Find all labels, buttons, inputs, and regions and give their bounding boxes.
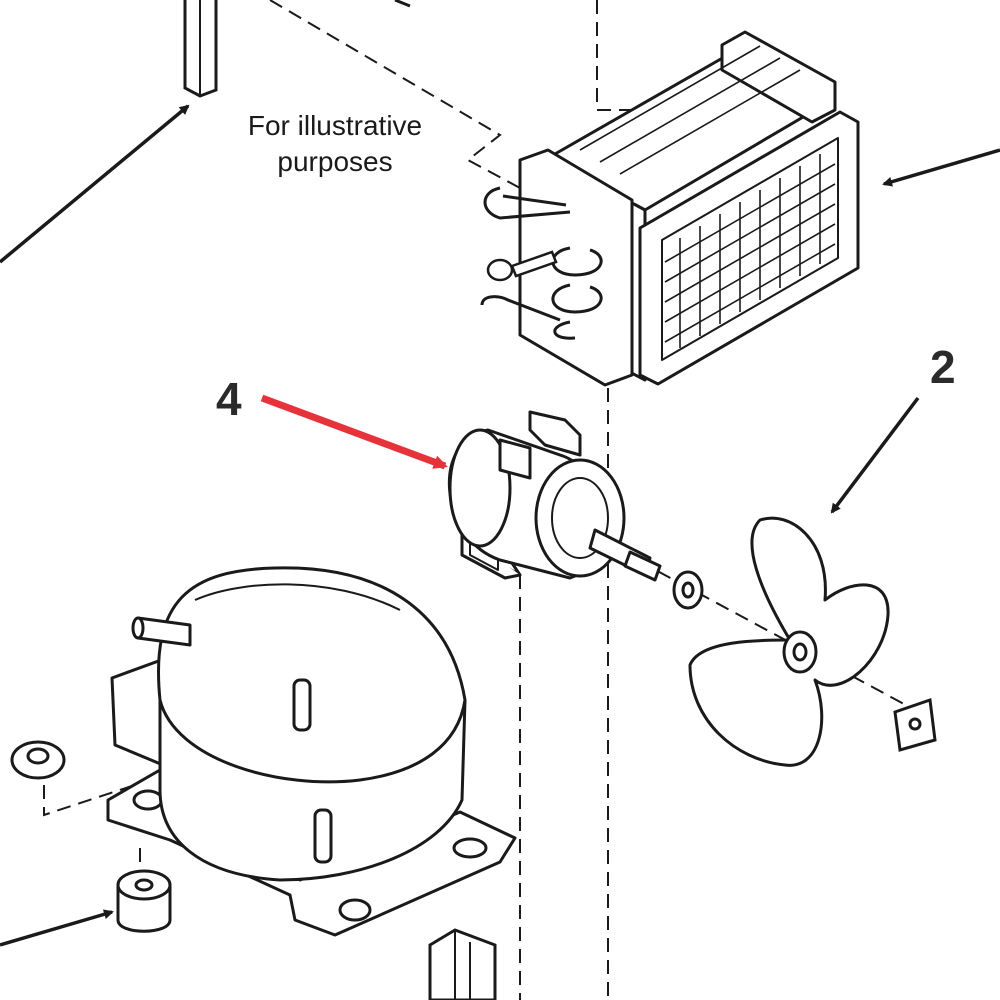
fan-blade: [688, 516, 890, 767]
note-line-1: For illustrative: [247, 110, 423, 141]
condenser-screw: [486, 250, 558, 282]
washer: [672, 570, 704, 610]
condenser-tubes: [480, 186, 603, 340]
condenser-unit: [518, 30, 860, 387]
bracket-top-right-stub: [394, 0, 411, 8]
mounting-bracket-bottom: [428, 928, 497, 1000]
leader-arrows: [0, 104, 1000, 947]
compressor: [106, 566, 517, 937]
grommet-left: [10, 740, 66, 780]
note-line-2: purposes: [277, 146, 393, 177]
callout-fan-blade-label: 2: [930, 341, 956, 393]
highlight-arrow: [260, 394, 448, 470]
fan-motor: [447, 410, 662, 582]
fan-nut: [893, 697, 937, 752]
rubber-foot: [116, 869, 172, 933]
illustrative-note: For illustrative purposes: [215, 108, 455, 180]
mounting-bracket-top: [183, 0, 218, 98]
callout-motor-label: 4: [216, 373, 242, 425]
assembly-guide-lines: [43, 0, 916, 1000]
